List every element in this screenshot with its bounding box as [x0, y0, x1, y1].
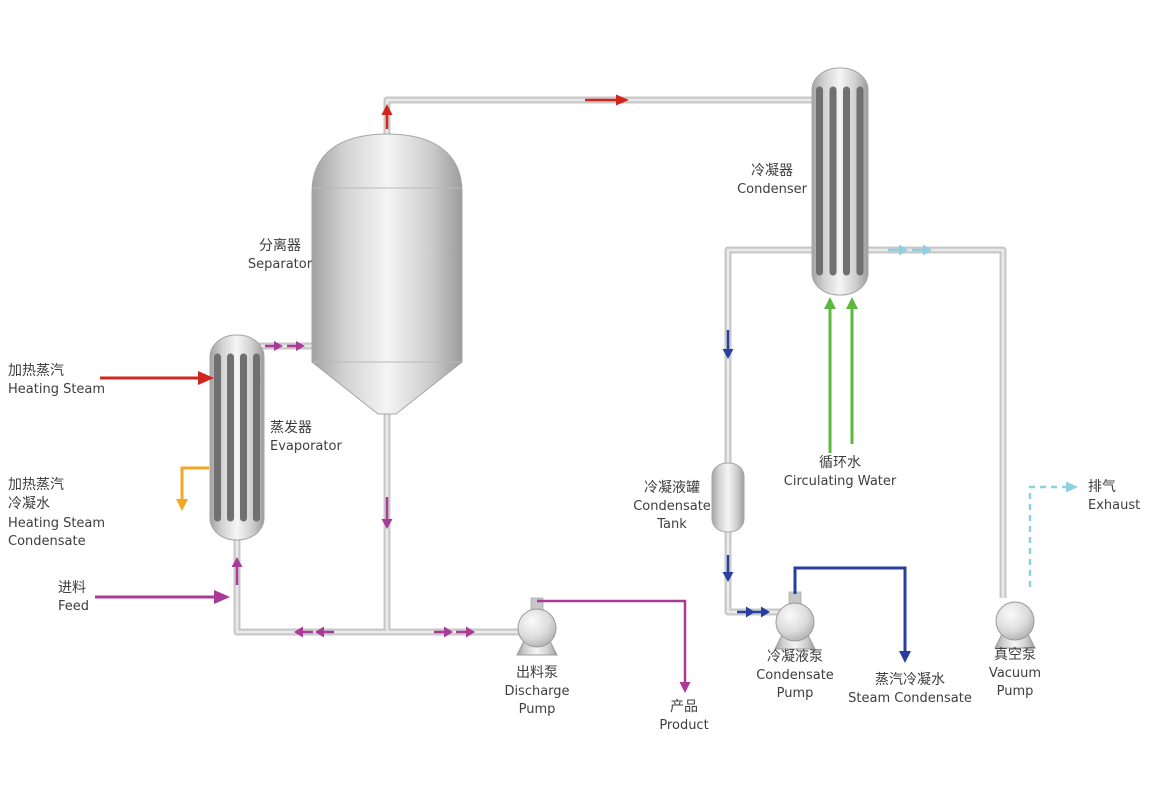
heating-steam-label: 加热蒸汽 Heating Steam: [8, 362, 105, 399]
label-zh: 排气: [1088, 479, 1116, 495]
label-en: Heating Steam Condensate: [8, 515, 106, 549]
feed-label: 进料 Feed: [58, 579, 89, 616]
heating-steam-condensate-arrow: [176, 466, 209, 511]
label-zh: 蒸发器: [270, 420, 312, 436]
label-en: Separator: [247, 257, 313, 273]
separator-label: 分离器 Separator: [248, 237, 312, 274]
discharge-arrows: [434, 626, 475, 638]
feed-arrow: [95, 590, 230, 604]
separator-vessel: [311, 133, 463, 415]
label-en: Circulating Water: [783, 474, 897, 490]
vacuum-pump: [994, 601, 1036, 649]
evaporator-vessel: [209, 334, 265, 541]
condensate-tank-vessel: [711, 462, 745, 533]
label-en: Exhaust: [1088, 498, 1141, 514]
separator-downcomer-arrow: [381, 497, 393, 529]
steam-condensate-line: [793, 566, 911, 663]
circulating-water-label: 循环水 Circulating Water: [784, 454, 896, 491]
vapor-line-arrows: [381, 94, 629, 129]
steam-condensate-label: 蒸汽冷凝水 Steam Condensate: [848, 671, 972, 708]
circulating-water-arrows: [824, 297, 858, 453]
label-en: Condensate Tank: [633, 499, 711, 533]
label-en: Condensate Pump: [756, 668, 834, 702]
heating-steam-condensate-label: 加热蒸汽 冷凝水 Heating Steam Condensate: [8, 476, 105, 551]
label-zh: 冷凝器: [751, 163, 793, 179]
label-en: Feed: [58, 599, 90, 615]
evaporator-to-separator-arrows: [265, 341, 305, 351]
condensate-pump: [774, 591, 816, 650]
label-en: Heating Steam: [8, 382, 106, 398]
label-zh: 产品: [669, 699, 698, 715]
product-label: 产品 Product: [659, 698, 708, 735]
condenser-label: 冷凝器 Condenser: [737, 162, 807, 199]
label-zh: 冷凝液泵: [767, 649, 823, 665]
label-zh: 加热蒸汽 冷凝水: [8, 477, 64, 513]
label-en: Vacuum Pump: [988, 666, 1042, 700]
discharge-pump: [516, 597, 558, 656]
condensate-tank-label: 冷凝液罐 Condensate Tank: [633, 479, 711, 534]
label-zh: 冷凝液罐: [644, 480, 700, 496]
label-zh: 蒸汽冷凝水: [874, 672, 945, 688]
exhaust-label: 排气 Exhaust: [1088, 478, 1140, 515]
evaporator-label: 蒸发器 Evaporator: [270, 419, 342, 456]
label-zh: 出料泵: [516, 665, 558, 681]
label-en: Product: [659, 718, 709, 734]
label-en: Steam Condensate: [848, 691, 972, 707]
condensate-pump-label: 冷凝液泵 Condensate Pump: [756, 648, 834, 703]
label-zh: 真空泵: [993, 647, 1036, 663]
label-zh: 分离器: [259, 238, 301, 254]
label-en: Condenser: [737, 182, 807, 198]
condensate-drain-arrows: [722, 330, 770, 618]
label-en: Evaporator: [270, 439, 342, 455]
recirculation-arrows: [231, 557, 334, 638]
heating-steam-arrow: [100, 371, 214, 385]
label-zh: 加热蒸汽: [8, 363, 64, 379]
label-zh: 循环水: [818, 455, 861, 471]
label-zh: 进料: [58, 580, 86, 596]
vacuum-line-arrows: [888, 244, 932, 256]
label-en: Discharge Pump: [504, 684, 570, 718]
product-line: [537, 599, 691, 693]
exhaust-line: [1028, 481, 1078, 587]
discharge-pump-label: 出料泵 Discharge Pump: [504, 664, 569, 719]
vacuum-pump-label: 真空泵 Vacuum Pump: [989, 646, 1041, 701]
condenser-vessel: [811, 67, 869, 296]
